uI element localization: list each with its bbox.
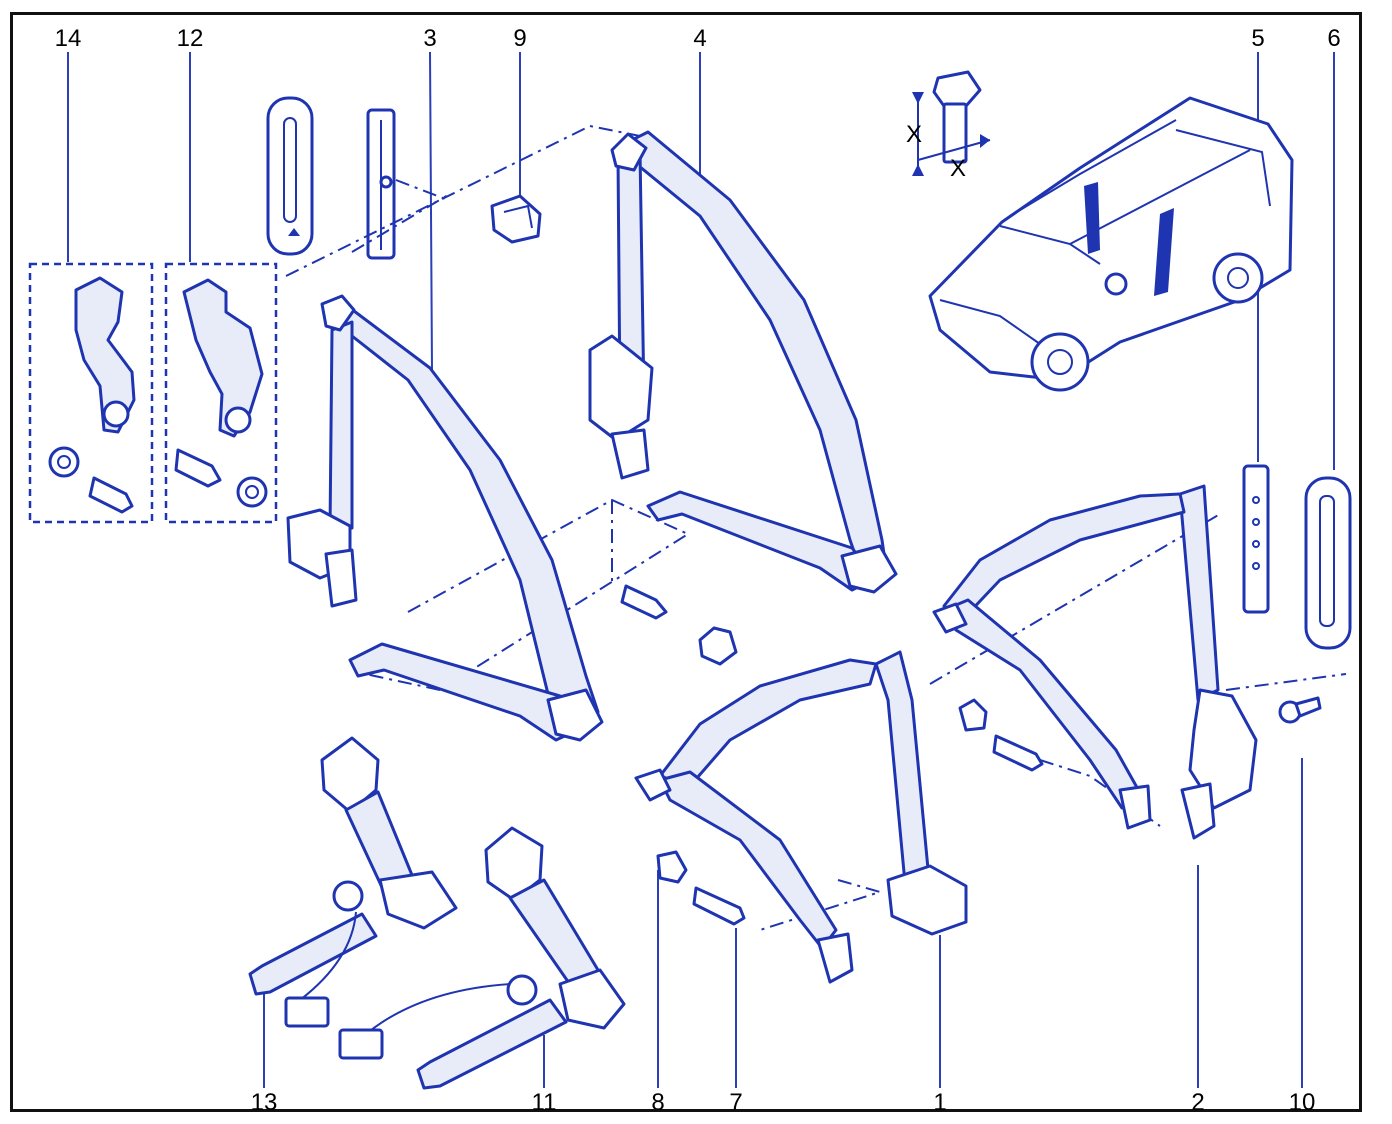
screw-10 (1278, 696, 1322, 724)
clip-part-9 (490, 194, 542, 244)
seat-belt-assembly-2 (932, 484, 1258, 840)
callout-2: 2 (1191, 1089, 1204, 1116)
bolt-center (620, 584, 738, 666)
seat-belt-assembly-3 (286, 294, 604, 742)
callout-12: 12 (177, 25, 204, 52)
vehicle-illustration (928, 96, 1294, 392)
height-adjuster-left (366, 108, 396, 260)
callout-10: 10 (1289, 1089, 1316, 1116)
callout-4: 4 (693, 25, 706, 52)
buckle-11 (338, 826, 626, 1090)
kit-box-12 (164, 262, 278, 524)
callout-14: 14 (55, 25, 82, 52)
trim-cover-6 (1304, 476, 1352, 650)
anchor-bracket-12 (174, 278, 268, 508)
height-adjuster-5 (1242, 464, 1270, 614)
seat-belt-assembly-4 (588, 130, 898, 594)
torque-mark-x1: X (906, 121, 922, 148)
callout-8: 8 (651, 1089, 664, 1116)
torque-inset: X X (906, 70, 991, 182)
trim-cover-left (266, 96, 314, 256)
buckle-13 (248, 736, 458, 1028)
callout-7: 7 (729, 1089, 742, 1116)
callout-1: 1 (933, 1089, 946, 1116)
callout-6: 6 (1327, 25, 1340, 52)
callout-5: 5 (1251, 25, 1264, 52)
torque-mark-x2: X (950, 155, 966, 182)
anchor-bracket-14 (48, 276, 136, 514)
callout-9: 9 (513, 25, 526, 52)
callout-11: 11 (532, 1089, 557, 1116)
callout-13: 13 (251, 1089, 278, 1116)
leader-lines (67, 51, 1335, 1088)
seat-belt-assembly-1 (634, 650, 968, 984)
callout-3: 3 (423, 25, 436, 52)
kit-box-14 (28, 262, 154, 524)
